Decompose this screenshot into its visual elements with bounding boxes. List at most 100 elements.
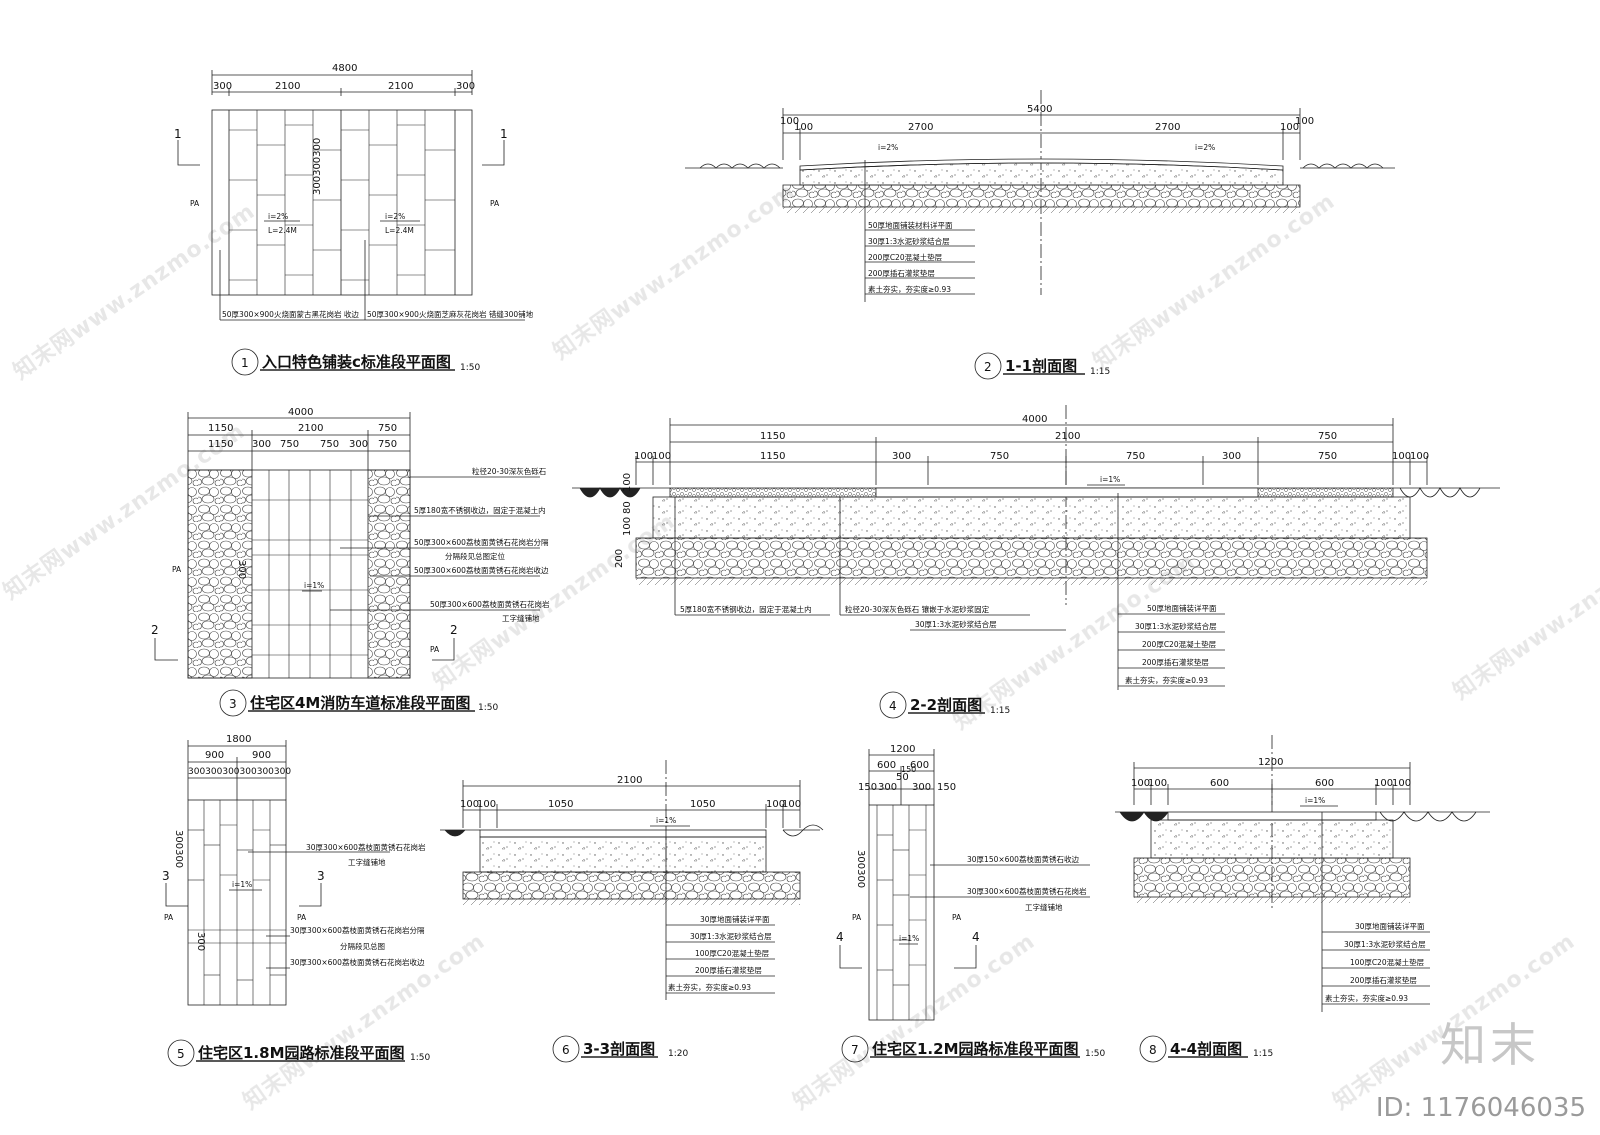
- slope-label: i=1%: [304, 581, 324, 590]
- drawing-4-text: 4000 1150 2100 750 100 100 1150 300 750 …: [614, 414, 1429, 716]
- material-note: 50厚300×600荔枝面黄锈石花岗岩: [430, 599, 550, 609]
- watermark-text: 知末网www.znzmo.com: [9, 198, 260, 385]
- dim: 1150: [760, 451, 785, 462]
- dim: 2700: [908, 122, 933, 133]
- dim: 750: [378, 423, 397, 434]
- dim: 1150: [208, 439, 233, 450]
- dim: 100: [634, 451, 653, 462]
- dim: 100: [652, 451, 671, 462]
- material-note: 分隔段见总图定位: [445, 551, 505, 561]
- pa-label: PA: [490, 199, 500, 208]
- material-note: 30厚300×600荔枝面黄锈石花岗岩分隔: [290, 925, 425, 935]
- layer-note: 30厚1:3水泥砂浆结合层: [868, 236, 950, 246]
- drawing-title: 入口特色铺装c标准段平面图: [262, 353, 451, 371]
- watermark-text: 知末网www.znzmo.com: [1449, 518, 1600, 705]
- watermark-text: 知末网www.znzmo.com: [789, 928, 1040, 1115]
- dim: 750: [378, 439, 397, 450]
- layer-note: 素土夯实，夯实度≥0.93: [668, 982, 751, 992]
- dim: 300: [456, 81, 475, 92]
- layer-note: 30厚1:3水泥砂浆结合层: [1135, 621, 1217, 631]
- dim: 100: [780, 116, 799, 127]
- pa-label: PA: [172, 565, 182, 574]
- dim-total: 2100: [617, 775, 642, 786]
- dim: 750: [1318, 451, 1337, 462]
- drawing-1-plan: [177, 70, 525, 376]
- dim: 150: [937, 782, 956, 793]
- layer-note: 50厚地面铺装材料详平面: [868, 220, 953, 230]
- material-note: 分隔段见总图: [340, 941, 385, 951]
- pa-label: PA: [297, 913, 307, 922]
- dim: 150: [901, 765, 916, 774]
- slope-label: i=2%: [1195, 143, 1215, 152]
- dim: 750: [320, 439, 339, 450]
- dim: 100: [766, 799, 785, 810]
- dim: 300: [252, 439, 271, 450]
- drawing-8-text: 1200 100 100 600 600 100 100 i=1% 30厚地面铺…: [1131, 757, 1426, 1059]
- dim: 100: [477, 799, 496, 810]
- dim-total: 4000: [288, 407, 313, 418]
- vdim: 300300: [173, 830, 184, 868]
- layer-note: 30厚地面铺装详平面: [700, 914, 770, 924]
- material-note: 工字缝铺地: [1025, 902, 1063, 912]
- watermark-text: 知末网www.znzmo.com: [239, 928, 490, 1115]
- drawing-5-plan: [165, 740, 405, 1067]
- drawing-title: 住宅区1.2M园路标准段平面图: [872, 1040, 1079, 1058]
- section-mark: 3: [317, 869, 325, 883]
- section-mark: 2: [151, 623, 159, 637]
- drawing-2-text: 5400 100 100 2700 2700 100 100 i=2% i=2%…: [780, 104, 1314, 377]
- drawing-scale: 1:50: [478, 703, 498, 713]
- dim: 300: [878, 782, 897, 793]
- drawing-3-text: 4000 1150 2100 750 1150 300 750 750 300 …: [151, 407, 550, 713]
- drawing-6-section: [440, 760, 824, 1063]
- drawing-scale: 1:15: [990, 706, 1010, 716]
- vdim: 300300300: [312, 138, 323, 195]
- drawing-title: 3-3剖面图: [583, 1040, 655, 1058]
- drawing-6-text: 2100 100 100 1050 1050 100 100 i=1% 30厚地…: [460, 775, 801, 1059]
- dim: 750: [1318, 431, 1337, 442]
- drawing-3-plan: [154, 412, 540, 717]
- dim: 600: [910, 760, 929, 771]
- material-note: 粒径20-30深灰色砾石: [472, 466, 547, 476]
- dim: 600: [877, 760, 896, 771]
- layer-note: 50厚地面铺装详平面: [1147, 603, 1217, 613]
- dim: 100: [794, 122, 813, 133]
- watermark-logo: 知末: [1440, 1018, 1540, 1072]
- dim: 100: [1295, 116, 1314, 127]
- dim: 2100: [298, 423, 323, 434]
- drawing-scale: 1:15: [1253, 1049, 1273, 1059]
- dim: 1150: [208, 423, 233, 434]
- drawing-7-plan: [839, 749, 1090, 1063]
- length-label: L=2.4M: [268, 226, 297, 235]
- material-note: 30厚300×600荔枝面黄锈石花岗岩: [306, 842, 426, 852]
- dim-total: 1800: [226, 734, 251, 745]
- dim: 900: [205, 750, 224, 761]
- material-note: 50厚300×600荔枝面黄锈石花岗岩收边: [414, 565, 549, 575]
- drawing-8-section: [1115, 735, 1490, 1063]
- material-note: 30厚150×600荔枝面黄锈石收边: [967, 854, 1079, 864]
- drawing-number: 6: [562, 1043, 570, 1057]
- dim: 2100: [388, 81, 413, 92]
- pa-label: PA: [430, 645, 440, 654]
- layer-note: 200厚插石灌浆垫层: [1142, 657, 1209, 667]
- slope-label: i=1%: [899, 934, 919, 943]
- pa-label: PA: [164, 913, 174, 922]
- dim-total: 5400: [1027, 104, 1052, 115]
- dim: 100: [1374, 778, 1393, 789]
- layer-note: 100厚C20混凝土垫层: [695, 948, 770, 958]
- drawing-scale: 1:50: [1085, 1049, 1105, 1059]
- drawing-1-text: 4800 300 2100 2100 300 1 1 PA PA 3003003…: [174, 63, 534, 373]
- dim: 100: [460, 799, 479, 810]
- watermark-text: 知末网www.znzmo.com: [549, 178, 800, 365]
- material-note: 30厚300×600荔枝面黄锈石花岗岩收边: [290, 957, 425, 967]
- dim: 2100: [1055, 431, 1080, 442]
- dim: 750: [280, 439, 299, 450]
- drawing-7-text: 1200 600 600 150 150 300 50 300 150 4 4 …: [836, 744, 1105, 1059]
- vdim: 100: [622, 517, 633, 536]
- section-mark: 4: [972, 930, 980, 944]
- material-note: 5厚180宽不锈钢收边，固定于混凝土内: [414, 505, 546, 515]
- dim: 100: [1392, 778, 1411, 789]
- drawing-title: 4-4剖面图: [1170, 1040, 1242, 1058]
- material-note: 30厚1:3水泥砂浆结合层: [915, 619, 997, 629]
- dim: 600: [1315, 778, 1334, 789]
- drawing-5-text: 1800 900 900 300300300300300300 3 3 PA P…: [162, 734, 430, 1063]
